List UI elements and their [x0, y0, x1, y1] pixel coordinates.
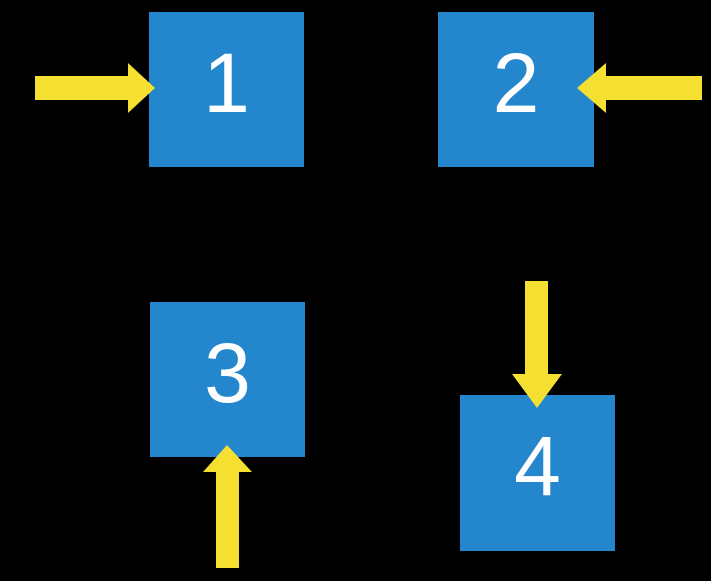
arrow-right-shaft: [35, 76, 130, 100]
arrow-down-shaft: [525, 281, 548, 375]
square-4-label: 4: [514, 419, 561, 513]
square-3: 3: [150, 302, 305, 457]
arrow-left-icon: [577, 63, 702, 113]
arrow-left-shaft: [604, 76, 702, 100]
square-4: 4: [460, 395, 615, 551]
square-2: 2: [438, 12, 594, 167]
arrow-up-shaft: [216, 471, 239, 568]
square-1-label: 1: [203, 35, 250, 130]
arrow-right-icon: [35, 63, 155, 113]
arrow-up-icon: [203, 445, 252, 568]
arrow-down-icon: [512, 281, 562, 408]
arrow-left-head: [577, 63, 606, 113]
square-3-label: 3: [204, 325, 251, 420]
arrow-up-head: [203, 445, 252, 472]
square-2-label: 2: [492, 35, 540, 130]
square-1: 1: [149, 12, 304, 167]
arrow-right-head: [128, 63, 155, 113]
arrow-down-head: [512, 374, 562, 408]
